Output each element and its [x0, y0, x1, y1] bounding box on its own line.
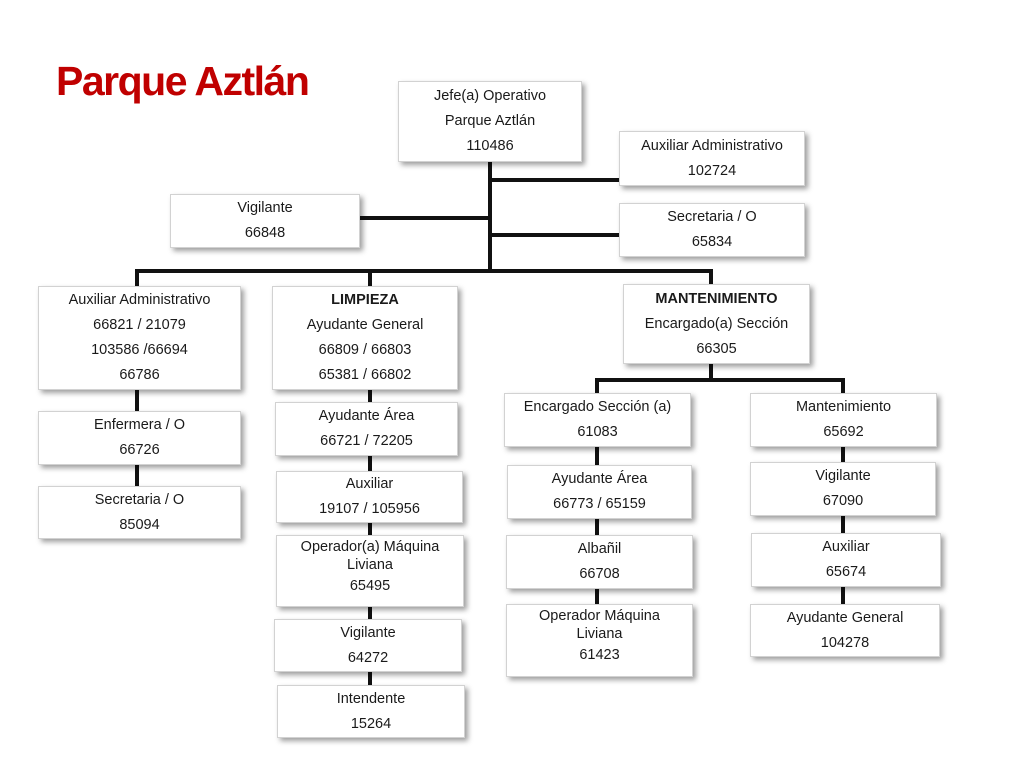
node-label: Auxiliar [822, 539, 870, 555]
node-label: 66848 [244, 225, 286, 241]
node-label: Encargado(a) Sección [644, 315, 789, 332]
node-label: Vigilante [237, 200, 293, 216]
node-label: 15264 [350, 715, 392, 732]
node-label: 66726 [119, 442, 160, 458]
node-label: 66809 / 66803 [318, 342, 412, 358]
node-label: 61423 [579, 647, 620, 663]
node-label: Parque Aztlán [444, 113, 536, 129]
node-jefe-operativo: Jefe(a) Operativo Parque Aztlán 110486 [398, 81, 582, 162]
node-label: LIMPIEZA [331, 292, 399, 308]
node-label: 104278 [820, 634, 870, 651]
node-auxiliar-administrativo-left: Auxiliar Administrativo 66821 / 21079 10… [38, 286, 241, 390]
node-label: 102724 [687, 162, 737, 179]
node-label: Secretaria / O [667, 209, 757, 225]
node-label: Encargado Sección (a) [523, 399, 672, 415]
node-label: Ayudante General [306, 317, 424, 333]
node-label: 65692 [823, 424, 864, 440]
node-ayudante-area-limpieza: Ayudante Área 66721 / 72205 [275, 402, 458, 456]
node-label: 65495 [349, 578, 391, 594]
node-label: 67090 [822, 493, 864, 509]
node-auxiliar-administrativo-top: Auxiliar Administrativo 102724 [619, 131, 805, 186]
node-ayudante-general-mantenimiento: Ayudante General 104278 [750, 604, 940, 657]
node-label: 65381 / 66802 [318, 367, 412, 383]
node-label: Ayudante Área [318, 408, 415, 424]
node-label: Auxiliar Administrativo [641, 137, 783, 154]
node-label: 66721 / 72205 [320, 433, 413, 449]
node-label: Ayudante Área [551, 471, 648, 487]
node-vigilante-mantenimiento: Vigilante 67090 [750, 462, 936, 516]
node-intendente: Intendente 15264 [277, 685, 465, 738]
node-label: 110486 [466, 138, 514, 154]
node-auxiliar-limpieza: Auxiliar 19107 / 105956 [276, 471, 463, 523]
page-title: Parque Aztlán [56, 58, 310, 104]
node-albanil: Albañil 66708 [506, 535, 693, 589]
node-encargado-seccion: Encargado Sección (a) 61083 [504, 393, 691, 447]
node-enfermera: Enfermera / O 66726 [38, 411, 241, 465]
node-operador-maquina-limpieza: Operador(a) Máquina Liviana 65495 [276, 535, 464, 607]
node-label: Enfermera / O [93, 417, 186, 433]
node-label: Ayudante General [786, 609, 904, 626]
node-label: 65674 [825, 564, 867, 580]
node-mantenimiento: MANTENIMIENTO Encargado(a) Sección 66305 [623, 284, 810, 364]
node-label: 66305 [696, 340, 737, 357]
node-label: Auxiliar [345, 476, 394, 492]
node-ayudante-area-mantenimiento: Ayudante Área 66773 / 65159 [507, 465, 692, 519]
node-label: Albañil [577, 541, 622, 557]
node-label: Operador Máquina [539, 608, 660, 624]
node-label: 66786 [119, 367, 160, 383]
node-limpieza: LIMPIEZA Ayudante General 66809 / 66803 … [272, 286, 458, 390]
node-label: 19107 / 105956 [319, 501, 420, 517]
node-label: 66821 / 21079 [93, 317, 186, 333]
node-mantenimiento-sub: Mantenimiento 65692 [750, 393, 937, 447]
node-label: Vigilante [340, 624, 396, 641]
node-label: Jefe(a) Operativo [433, 88, 547, 104]
node-label: Liviana [347, 557, 393, 573]
node-label: 66708 [579, 566, 620, 582]
node-label: Vigilante [815, 468, 871, 484]
node-label: 103586 /66694 [91, 342, 188, 358]
node-auxiliar-mantenimiento: Auxiliar 65674 [751, 533, 941, 587]
node-label: 65834 [691, 234, 733, 250]
node-label: 64272 [347, 649, 389, 666]
node-label: Secretaria / O [94, 491, 185, 508]
node-label: Mantenimiento [795, 399, 892, 415]
node-secretaria-top: Secretaria / O 65834 [619, 203, 805, 257]
node-operador-maquina-mantenimiento: Operador Máquina Liviana 61423 [506, 604, 693, 677]
node-label: 61083 [577, 424, 618, 440]
node-label: Auxiliar Administrativo [68, 292, 211, 308]
node-label: 85094 [119, 516, 160, 533]
node-vigilante-top: Vigilante 66848 [170, 194, 360, 248]
node-secretaria-left: Secretaria / O 85094 [38, 486, 241, 539]
node-label: Liviana [576, 626, 623, 642]
node-label: Operador(a) Máquina [300, 539, 440, 555]
node-label: Intendente [336, 690, 406, 707]
node-label: MANTENIMIENTO [655, 290, 778, 307]
node-vigilante-limpieza: Vigilante 64272 [274, 619, 462, 672]
node-label: 66773 / 65159 [553, 496, 646, 512]
